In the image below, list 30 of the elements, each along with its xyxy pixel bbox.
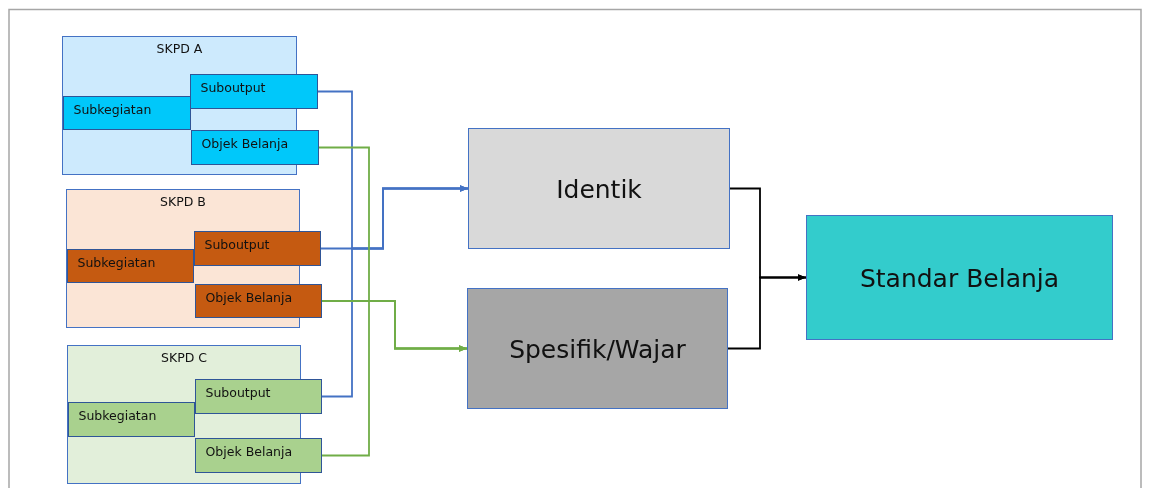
- arrow: [321, 185, 469, 398]
- arrow: [727, 274, 807, 350]
- process-box: [194, 437, 322, 473]
- process-box: [66, 248, 194, 283]
- box-label: Subkegiatan: [77, 254, 156, 270]
- arrow: [321, 300, 468, 457]
- box-label: Suboutput: [200, 79, 266, 95]
- process-box: [468, 128, 730, 249]
- box-label: Objek Belanja: [205, 289, 293, 305]
- box-label: Subkegiatan: [78, 407, 157, 423]
- process-box: [194, 283, 322, 318]
- process-box: [467, 288, 728, 409]
- process-box: [67, 401, 195, 437]
- box-label: Subkegiatan: [73, 101, 152, 117]
- process-box: [62, 95, 191, 130]
- group-title: SKPD B: [159, 194, 207, 209]
- box-label: Standar Belanja: [858, 263, 1061, 292]
- process-box: [806, 215, 1113, 340]
- box-label: Identik: [555, 174, 643, 203]
- process-box: [189, 73, 318, 109]
- box-label: Suboutput: [205, 384, 271, 400]
- process-box: [194, 378, 322, 414]
- process-box: [193, 230, 321, 266]
- box-label: Spesifik/Wajar: [508, 334, 687, 363]
- group-title: SKPD A: [155, 41, 204, 56]
- box-label: Suboutput: [204, 236, 270, 252]
- process-box: [190, 129, 319, 165]
- group-title: SKPD C: [160, 350, 208, 365]
- box-label: Objek Belanja: [205, 443, 293, 459]
- box-label: Objek Belanja: [201, 135, 289, 151]
